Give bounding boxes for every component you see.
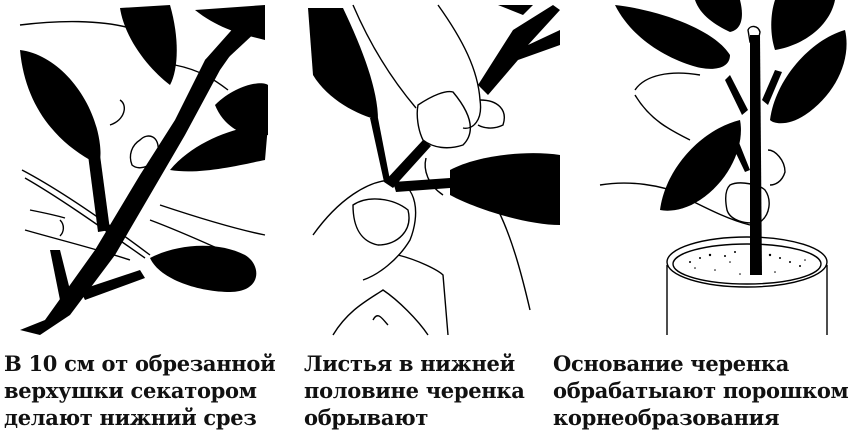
pruning-shears-cut-icon [19, 5, 268, 335]
step-1-caption-line-3: делают нижний срез [4, 405, 257, 430]
step-2-caption-line-1: Листья в нижней [304, 351, 515, 376]
step-1-caption-line-2: верхушки секатором [4, 378, 257, 403]
step-1-caption-line-1: В 10 см от обрезанной [4, 351, 276, 376]
step-3-caption-line-2: обрабатыают порошком [553, 378, 849, 403]
step-3-illustration [590, 0, 850, 340]
step-2-illustration [298, 0, 560, 340]
step-3-caption: Основание черенка обрабатыают порошком к… [553, 350, 849, 431]
step-3-caption-line-1: Основание черенка [553, 351, 790, 376]
rooting-powder-pot-icon [599, 0, 847, 335]
step-1-illustration [0, 0, 270, 340]
step-2-caption: Листья в нижней половине черенка обрываю… [304, 350, 525, 431]
step-2-caption-line-3: обрывают [304, 405, 429, 430]
step-1-caption: В 10 см от обрезанной верхушки секатором… [4, 350, 276, 431]
step-3-caption-line-3: корнеобразования [553, 405, 780, 430]
fingers-plucking-leaf-icon [308, 4, 560, 336]
step-2-caption-line-2: половине черенка [304, 378, 525, 403]
